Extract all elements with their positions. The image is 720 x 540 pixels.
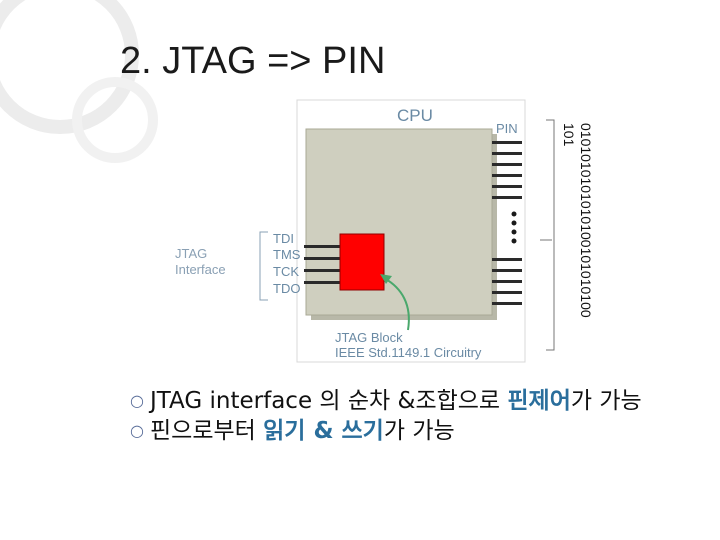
pin [492,174,522,177]
jtag-pins [304,245,340,284]
bullet-text-suffix: 가 가능 [383,418,455,444]
decorative-ring-large [0,0,139,134]
jtag-interface-bracket [259,231,268,301]
dot [511,229,517,235]
jtag-block [339,233,385,291]
signal-tdi: TDI [273,231,294,246]
pin [492,269,522,272]
jtag-interface-label: JTAG [175,246,207,261]
pin [492,163,522,166]
bullet-icon: ○ [130,391,144,410]
bullet-list: ○ JTAG interface 의 순차 &조합으로 핀제어가 가능 ○ 핀으… [130,386,690,446]
arrow-head-icon [380,274,392,284]
jtag-block-label: JTAG Block [335,330,403,345]
signal-tck: TCK [273,264,299,279]
cpu-label: CPU [397,106,433,125]
signal-tms: TMS [273,247,301,262]
pin [492,291,522,294]
signal-tdo: TDO [273,281,300,296]
cpu-pins [492,141,522,305]
bullet-text-suffix: 가 가능 [570,388,642,414]
jtag-interface-label: Interface [175,262,226,277]
pin [304,245,340,248]
pin [304,281,340,284]
binary-bracket [546,119,555,351]
pin [492,152,522,155]
binary-sequence-cont: 101 [561,123,577,147]
jtag-block-standard: IEEE Std.1149.1 Circuitry [335,345,482,360]
bullet-highlight: 핀제어 [507,388,571,414]
bullet-icon: ○ [130,421,144,440]
bullet-text: JTAG interface 의 순차 &조합으로 [150,388,508,414]
dot [511,211,517,217]
bullet-item: ○ 핀으로부터 읽기 & 쓰기가 가능 [130,416,690,446]
arrow-icon [383,277,410,331]
pin [492,258,522,261]
bullet-item: ○ JTAG interface 의 순차 &조합으로 핀제어가 가능 [130,386,690,416]
pin [492,280,522,283]
pin-ellipsis-dots [511,211,517,244]
binary-sequence: 0101010101010100101010100 [578,123,594,318]
pin [304,257,340,260]
pin [492,302,522,305]
bullet-highlight: 읽기 & 쓰기 [263,418,384,444]
bullet-text: 핀으로부터 [150,418,264,444]
decorative-ring-small [72,77,158,163]
pin [492,141,522,144]
dot [511,238,517,244]
pin [492,196,522,199]
dot [511,220,517,226]
pin [304,269,340,272]
cpu-chip [305,128,493,316]
slide-title: 2. JTAG => PIN [120,40,386,82]
pin [492,185,522,188]
pin-label: PIN [496,121,518,136]
